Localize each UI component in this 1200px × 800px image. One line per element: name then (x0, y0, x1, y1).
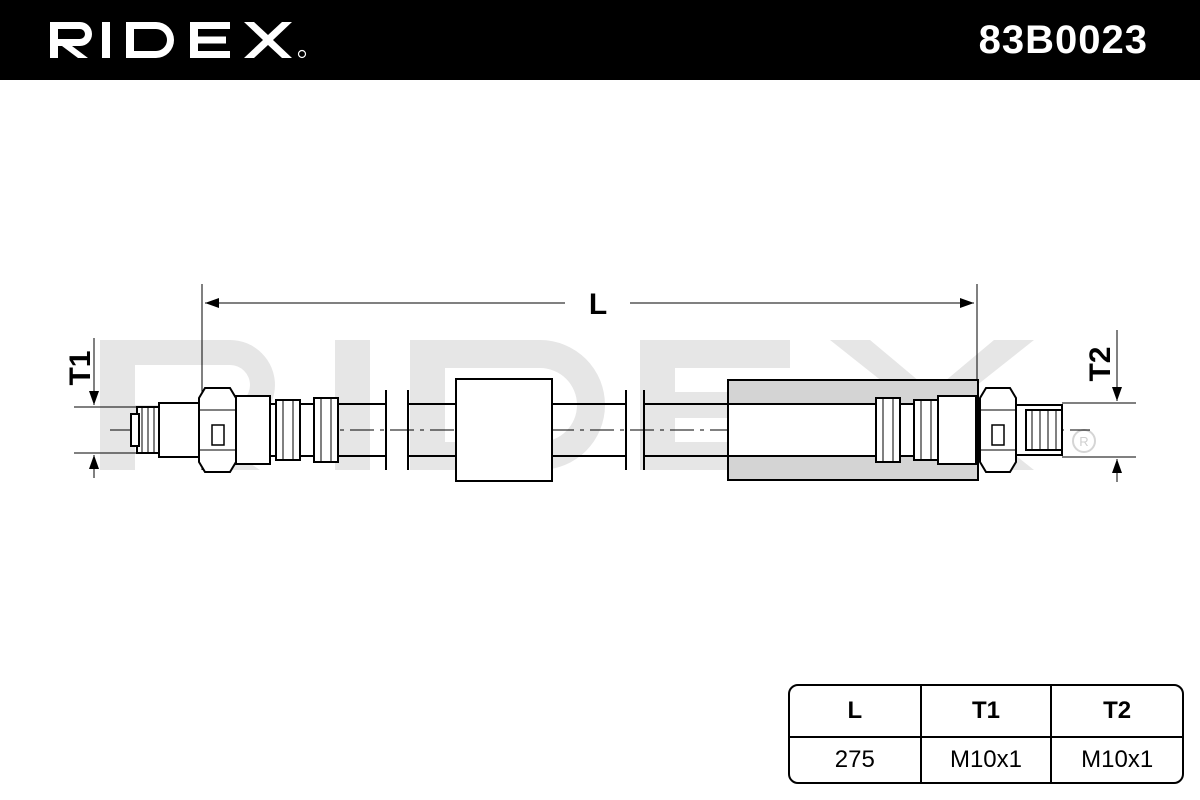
spec-header-T1: T1 (919, 686, 1052, 738)
spec-header-T2: T2 (1050, 686, 1182, 738)
spec-value-T2: M10x1 (1050, 737, 1182, 782)
brake-hose-drawing: R (64, 284, 1136, 482)
ridex-logo (50, 22, 307, 59)
svg-text:R: R (1079, 434, 1088, 449)
spec-table-value-row: 275 M10x1 M10x1 (790, 737, 1182, 782)
dimension-T1-label: T1 (64, 350, 97, 385)
spec-header-L: L (790, 686, 921, 738)
spec-table-header-row: L T1 T2 (790, 686, 1182, 738)
part-number: 83B0023 (978, 18, 1148, 62)
spec-value-L: 275 (834, 746, 875, 773)
dimension-L-label: L (589, 288, 607, 321)
spec-table: L T1 T2 275 M10x1 M10x1 (788, 684, 1184, 784)
spec-value-T1: M10x1 (919, 737, 1052, 782)
dimension-T2-label: T2 (1084, 346, 1117, 381)
header-bar: 83B0023 (0, 0, 1200, 80)
